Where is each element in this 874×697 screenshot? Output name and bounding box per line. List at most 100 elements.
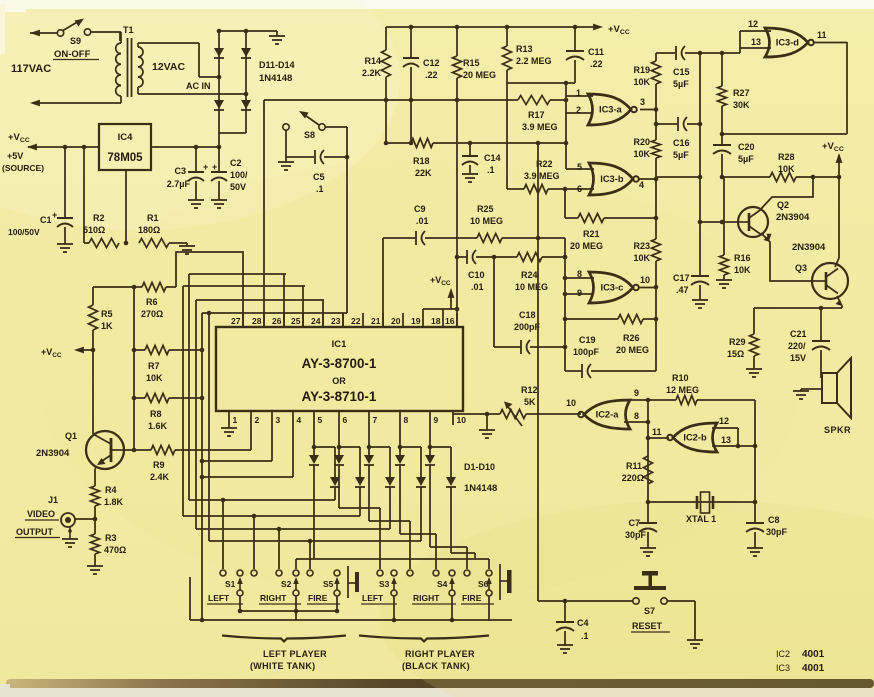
svg-text:+: + <box>52 210 57 220</box>
svg-text:12 MEG: 12 MEG <box>666 385 699 395</box>
svg-text:ON-OFF: ON-OFF <box>54 49 91 60</box>
svg-text:R11: R11 <box>626 461 642 471</box>
svg-text:24: 24 <box>311 316 321 326</box>
svg-text:8: 8 <box>634 411 639 421</box>
svg-text:1N4148: 1N4148 <box>259 73 292 84</box>
svg-text:.22: .22 <box>425 70 438 80</box>
svg-text:RESET: RESET <box>632 621 663 631</box>
svg-text:R21: R21 <box>583 229 600 239</box>
svg-text:R1: R1 <box>147 213 159 223</box>
svg-text:C3: C3 <box>174 166 186 176</box>
svg-text:3: 3 <box>276 415 281 425</box>
svg-text:C21: C21 <box>790 329 807 339</box>
svg-text:10K: 10K <box>734 265 751 275</box>
svg-text:R19: R19 <box>633 65 650 75</box>
svg-text:+5V: +5V <box>7 151 23 161</box>
svg-text:R22: R22 <box>536 159 553 169</box>
svg-text:C19: C19 <box>579 335 596 345</box>
svg-text:5: 5 <box>577 162 582 172</box>
svg-text:S8: S8 <box>304 130 315 140</box>
svg-text:8: 8 <box>577 269 582 279</box>
svg-text:10 MEG: 10 MEG <box>470 216 503 226</box>
svg-text:C18: C18 <box>519 310 536 320</box>
svg-text:S4: S4 <box>437 579 448 589</box>
svg-text:SPKR: SPKR <box>824 425 851 435</box>
svg-text:20 MEG: 20 MEG <box>616 345 649 355</box>
svg-text:510Ω: 510Ω <box>83 225 105 235</box>
svg-text:2.2 MEG: 2.2 MEG <box>516 56 552 66</box>
svg-text:C16: C16 <box>673 138 690 148</box>
svg-text:100/50V: 100/50V <box>8 227 40 237</box>
svg-text:(BLACK TANK): (BLACK TANK) <box>402 661 470 671</box>
svg-text:R27: R27 <box>733 88 750 98</box>
svg-text:IC1: IC1 <box>332 339 348 350</box>
svg-text:10: 10 <box>566 398 576 408</box>
svg-text:R2: R2 <box>93 213 105 223</box>
svg-text:AC IN: AC IN <box>186 81 211 91</box>
svg-text:30K: 30K <box>733 100 750 110</box>
svg-text:R7: R7 <box>148 361 160 371</box>
svg-text:2N3904: 2N3904 <box>36 448 70 459</box>
svg-text:2: 2 <box>576 105 581 115</box>
svg-text:VIDEO: VIDEO <box>27 509 55 519</box>
svg-text:22: 22 <box>351 316 361 326</box>
svg-text:R5: R5 <box>101 309 113 319</box>
svg-text:R29: R29 <box>729 337 746 347</box>
svg-text:7: 7 <box>373 415 378 425</box>
svg-text:9: 9 <box>434 415 439 425</box>
svg-text:13: 13 <box>721 435 731 445</box>
svg-text:1.8K: 1.8K <box>104 497 124 507</box>
svg-text:11: 11 <box>817 30 827 40</box>
svg-text:12: 12 <box>719 416 729 426</box>
svg-text:220/: 220/ <box>788 341 806 351</box>
svg-text:RIGHT: RIGHT <box>413 593 440 603</box>
svg-text:(SOURCE): (SOURCE) <box>2 163 44 173</box>
svg-text:220Ω: 220Ω <box>622 473 644 483</box>
svg-text:13: 13 <box>751 37 761 47</box>
svg-text:5µF: 5µF <box>738 154 754 164</box>
svg-text:IC3-a: IC3-a <box>599 105 623 115</box>
svg-text:.47: .47 <box>676 285 689 295</box>
svg-text:.1: .1 <box>316 184 324 194</box>
svg-text:C2: C2 <box>230 158 242 168</box>
svg-text:Q3: Q3 <box>795 263 807 273</box>
svg-text:100/: 100/ <box>230 170 248 180</box>
svg-text:R14: R14 <box>364 56 381 66</box>
svg-text:Q2: Q2 <box>777 200 789 210</box>
svg-text:AY-3-8700-1: AY-3-8700-1 <box>302 356 377 371</box>
svg-text:IC3: IC3 <box>776 663 790 673</box>
svg-text:OR: OR <box>332 376 346 386</box>
svg-text:IC3-b: IC3-b <box>600 174 624 184</box>
svg-text:R6: R6 <box>146 297 158 307</box>
svg-text:R18: R18 <box>413 156 430 166</box>
svg-text:T1: T1 <box>123 25 134 35</box>
svg-text:IC3-d: IC3-d <box>776 38 800 48</box>
svg-text:RIGHT PLAYER: RIGHT PLAYER <box>405 649 475 659</box>
svg-text:10K: 10K <box>146 373 163 383</box>
svg-text:1: 1 <box>576 88 581 98</box>
svg-text:9: 9 <box>577 288 582 298</box>
svg-text:R8: R8 <box>150 409 162 419</box>
svg-text:1K: 1K <box>101 321 113 331</box>
svg-text:470Ω: 470Ω <box>104 545 126 555</box>
svg-text:R17: R17 <box>528 110 545 120</box>
svg-text:1N4148: 1N4148 <box>464 483 497 494</box>
svg-text:5K: 5K <box>524 397 536 407</box>
svg-text:D11-D14: D11-D14 <box>259 60 295 70</box>
svg-text:23: 23 <box>331 316 341 326</box>
svg-text:R25: R25 <box>477 204 494 214</box>
svg-text:9: 9 <box>634 388 639 398</box>
svg-text:10K: 10K <box>633 77 650 87</box>
svg-text:R12: R12 <box>521 385 538 395</box>
svg-text:Q1: Q1 <box>65 431 77 441</box>
svg-text:2: 2 <box>255 415 260 425</box>
svg-text:100pF: 100pF <box>573 347 600 357</box>
svg-text:10: 10 <box>640 275 650 285</box>
svg-text:12VAC: 12VAC <box>152 61 185 73</box>
svg-text:19: 19 <box>411 316 421 326</box>
svg-text:+: + <box>203 162 208 172</box>
svg-text:.01: .01 <box>471 282 484 292</box>
svg-text:RIGHT: RIGHT <box>260 593 287 603</box>
svg-text:S6: S6 <box>478 579 489 589</box>
svg-text:C17: C17 <box>673 273 690 283</box>
